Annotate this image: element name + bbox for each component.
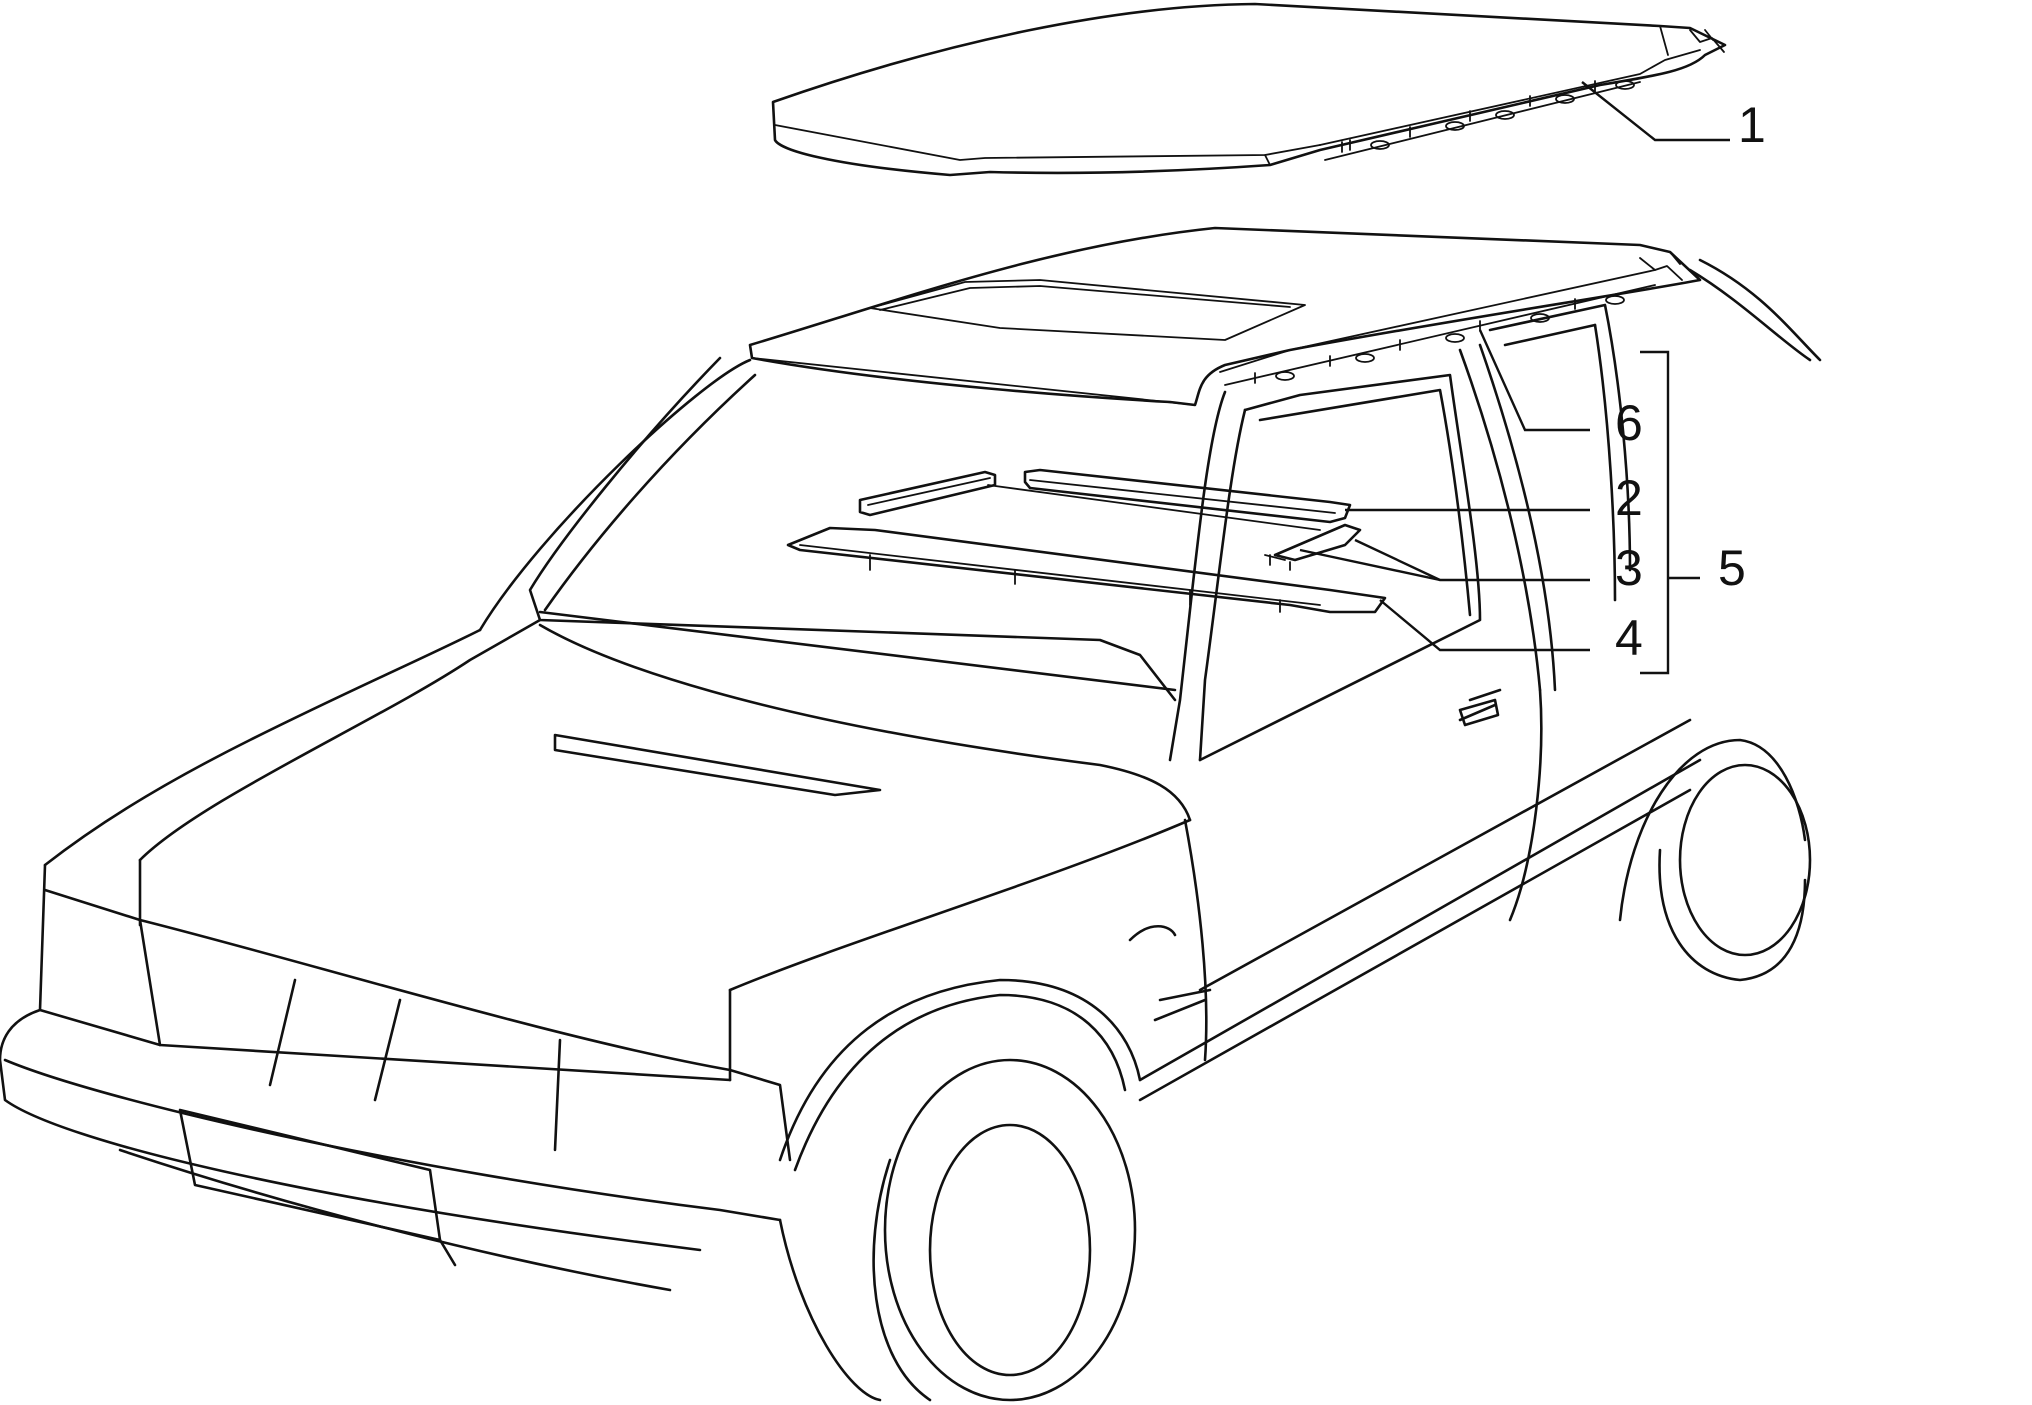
rear-roof-crossmember — [858, 470, 1362, 571]
callout-4: 4 — [1615, 610, 1643, 666]
callout-3: 3 — [1615, 540, 1643, 596]
leader-lines — [1299, 81, 1730, 675]
front-roof-crossmember — [1023, 468, 1352, 524]
callout-5: 5 — [1718, 540, 1746, 596]
sunroof-roof-panel — [748, 226, 1702, 407]
car-body — [0, 258, 1822, 1402]
windshield-header-rail — [786, 526, 1387, 614]
callout-1: 1 — [1738, 97, 1766, 153]
roof-panel — [771, 2, 1727, 177]
callout-6: 6 — [1615, 395, 1643, 451]
callout-2: 2 — [1615, 470, 1643, 526]
